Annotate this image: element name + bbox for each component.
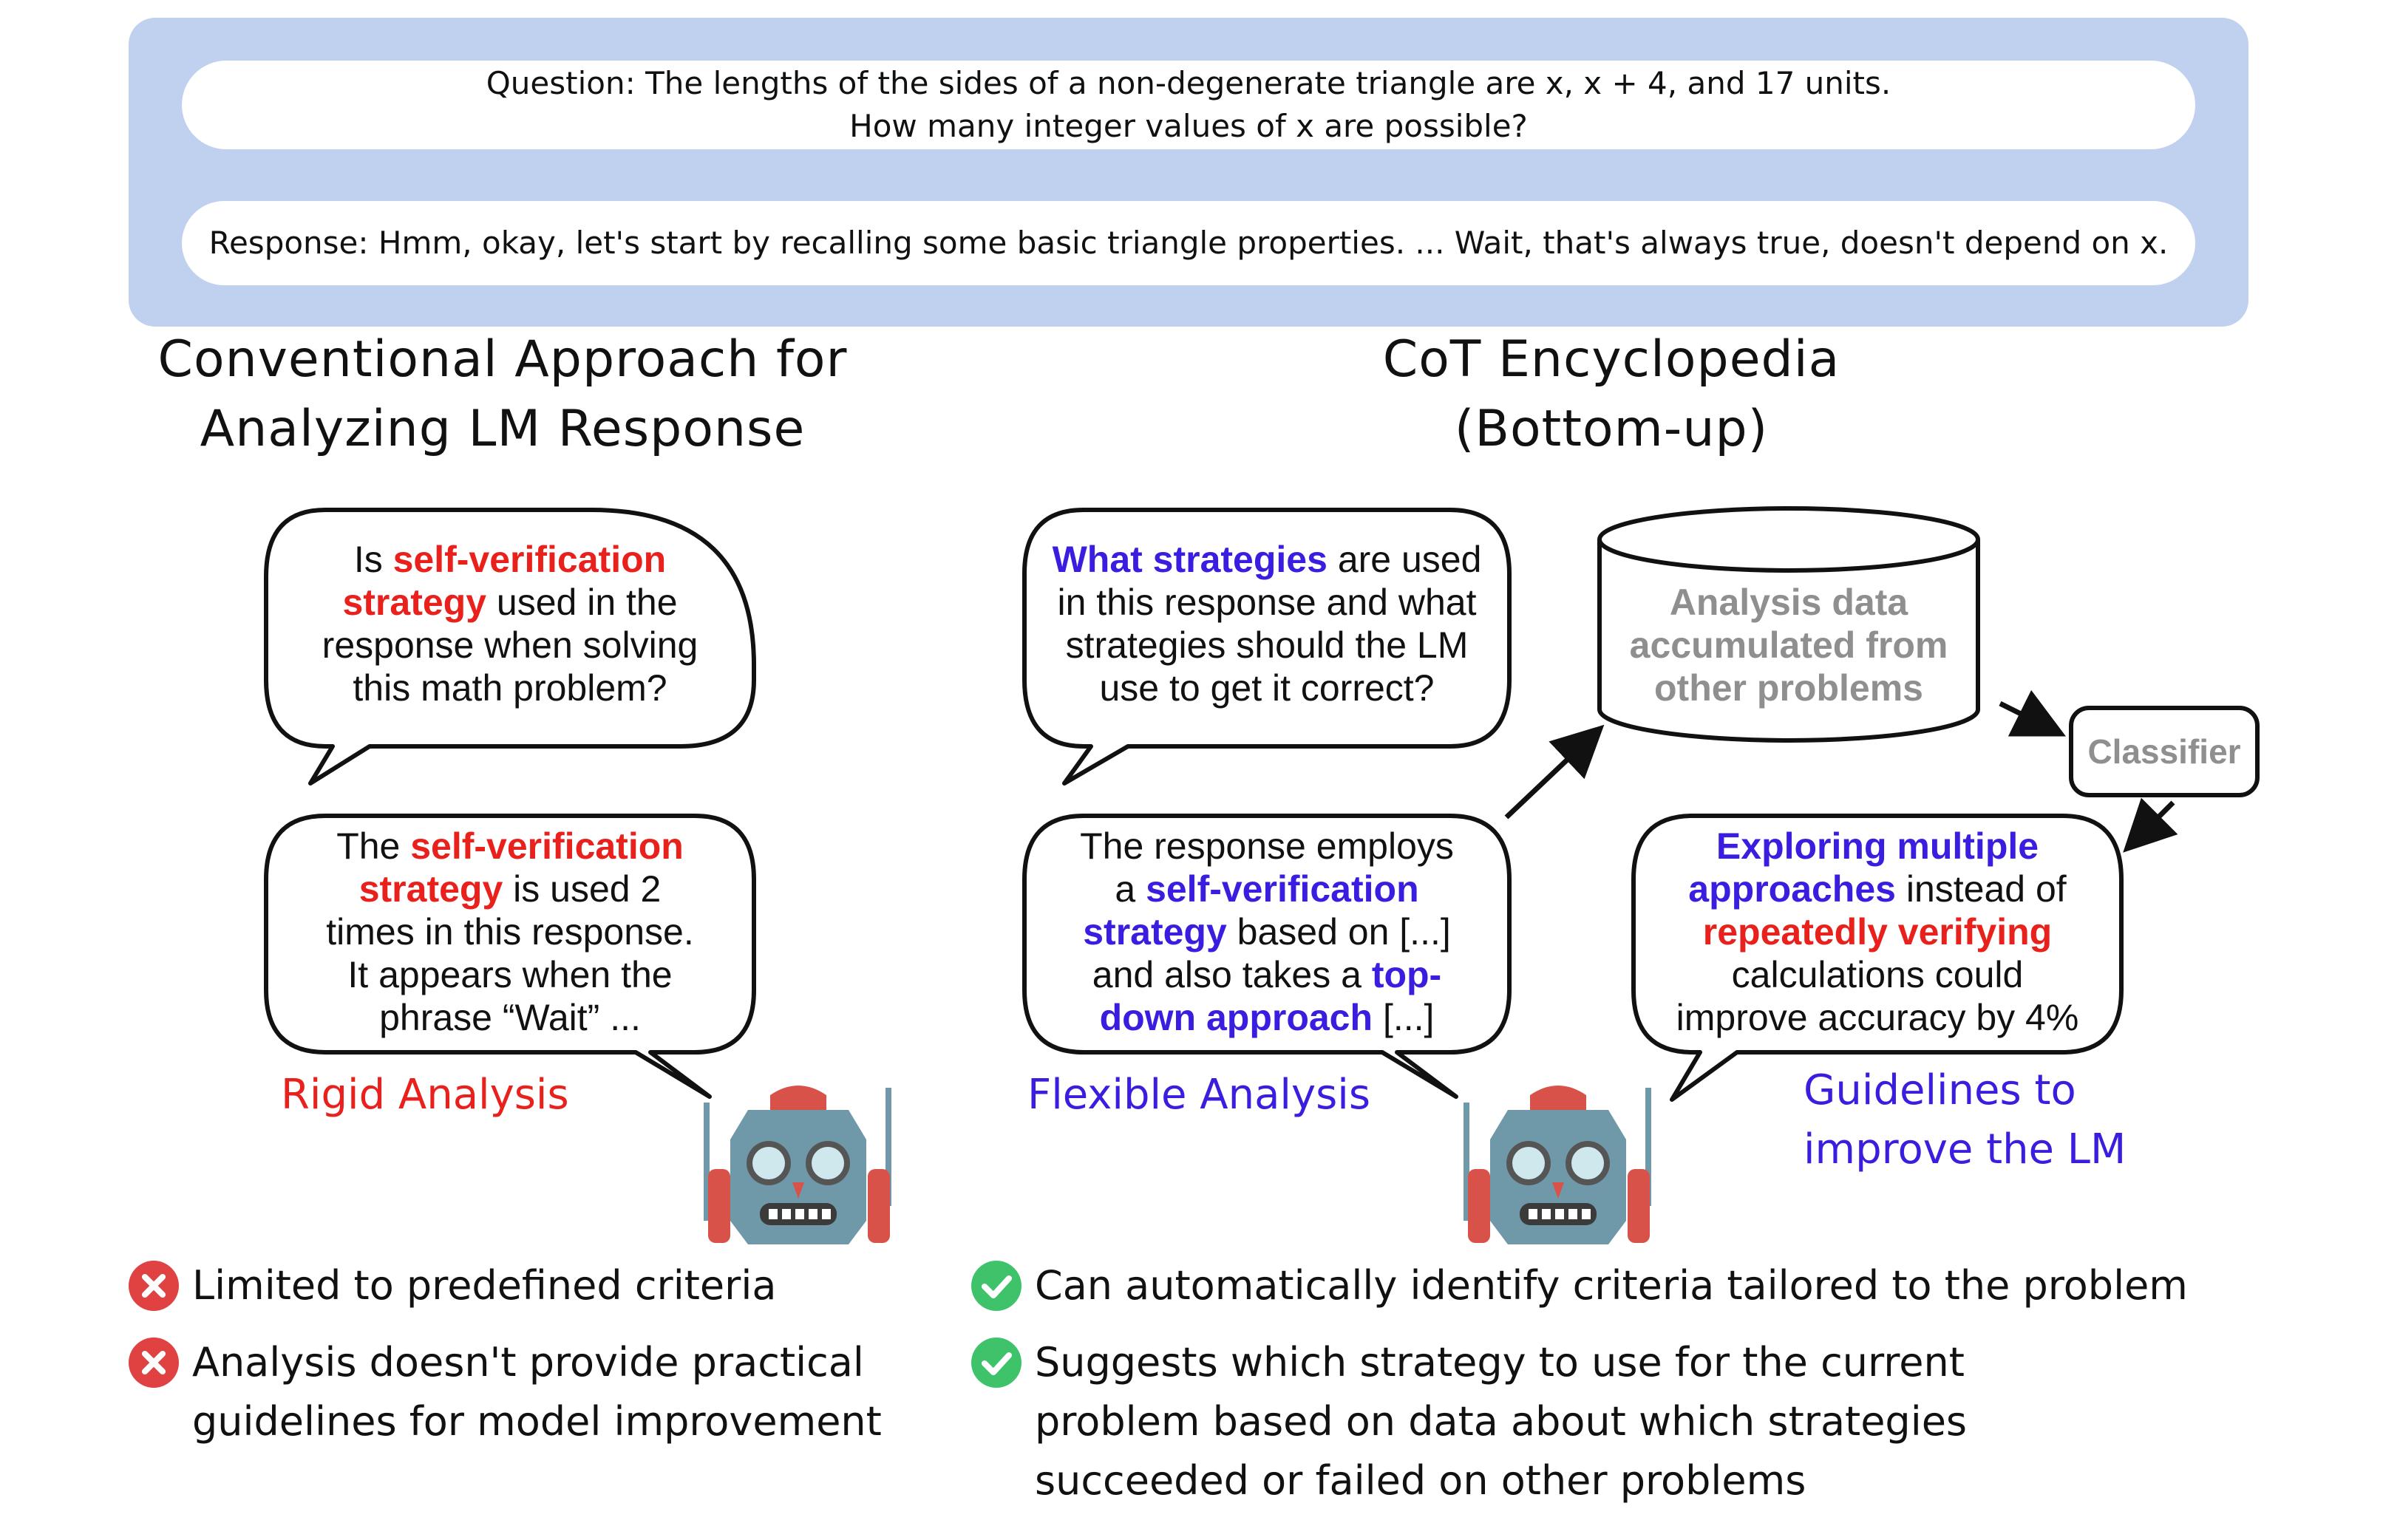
question-box: Question: The lengths of the sides of a … (182, 61, 2195, 149)
rigid-analysis-label: Rigid Analysis (281, 1071, 569, 1119)
left-bullet-1: Limited to predefined criteria (129, 1256, 776, 1315)
guideline-text: Exploring multiple approaches instead of… (1636, 825, 2118, 1039)
left-answer-text: The self-verification strategy is used 2… (326, 825, 694, 1038)
right-bullet-1: Can automatically identify criteria tail… (971, 1256, 2188, 1315)
check-icon (971, 1261, 1021, 1311)
highlight-red: self-verification (410, 825, 684, 867)
left-question-bubble (264, 508, 756, 786)
example-panel: Question: The lengths of the sides of a … (129, 18, 2248, 327)
highlight-blue: self-verification (1146, 868, 1419, 910)
highlight-red: self-verification (392, 539, 667, 580)
highlight-red: strategy (342, 582, 486, 623)
check-icon (971, 1338, 1021, 1388)
response-text: Response: Hmm, okay, let's start by reca… (208, 225, 2169, 261)
arrow-icon (1999, 689, 2067, 737)
left-bullet-2: Analysis doesn't provide practical guide… (129, 1333, 882, 1451)
highlight-blue: approaches (1688, 868, 1896, 910)
highlight-blue: Exploring multiple (1716, 825, 2039, 867)
left-title-line-2: Analyzing LM Response (200, 400, 806, 458)
robot-icon (704, 1086, 891, 1244)
right-question-text: What strategies are used in this respons… (1052, 539, 1482, 709)
left-title-line-1: Conventional Approach for (157, 330, 848, 389)
highlight-blue: What strategies (1052, 539, 1328, 580)
right-answer-text: The response employs a self-verification… (1080, 825, 1454, 1038)
flexible-analysis-label: Flexible Analysis (1027, 1071, 1371, 1119)
right-question-bubble (1022, 508, 1512, 786)
right-bullet-2: Suggests which strategy to use for the c… (971, 1333, 1967, 1510)
arrow-icon (2123, 797, 2178, 853)
highlight-red: strategy (358, 868, 503, 910)
question-line-2: How many integer values of x are possibl… (849, 108, 1528, 144)
guideline-bubble (1631, 814, 2124, 1102)
arrow-icon (1504, 724, 1605, 820)
left-title: Conventional Approach for Analyzing LM R… (103, 325, 902, 464)
highlight-blue: down approach (1099, 997, 1373, 1038)
right-answer-bubble (1022, 814, 1512, 1099)
right-title: CoT Encyclopedia (Bottom-up) (1212, 325, 2010, 464)
classifier-box (2069, 706, 2260, 797)
left-answer-bubble (264, 814, 756, 1099)
highlight-blue: top- (1371, 954, 1442, 995)
highlight-red: repeatedly verifying (1702, 911, 2053, 953)
response-box: Response: Hmm, okay, let's start by reca… (182, 201, 2195, 285)
right-title-line-2: (Bottom-up) (1454, 400, 1769, 458)
highlight-blue: strategy (1083, 911, 1227, 953)
database-label: Analysis data accumulated from other pro… (1629, 582, 1948, 709)
question-line-1: Question: The lengths of the sides of a … (486, 65, 1891, 101)
right-title-line-1: CoT Encyclopedia (1382, 330, 1840, 389)
classifier-label: Classifier (2087, 732, 2241, 771)
x-icon (129, 1261, 179, 1311)
x-icon (129, 1338, 179, 1388)
left-question-text: Is self-verification strategy used in th… (322, 539, 698, 709)
robot-icon (1464, 1086, 1651, 1244)
guidelines-label: Guidelines to improve the LM (1804, 1066, 2127, 1173)
database-icon (1597, 506, 1980, 743)
